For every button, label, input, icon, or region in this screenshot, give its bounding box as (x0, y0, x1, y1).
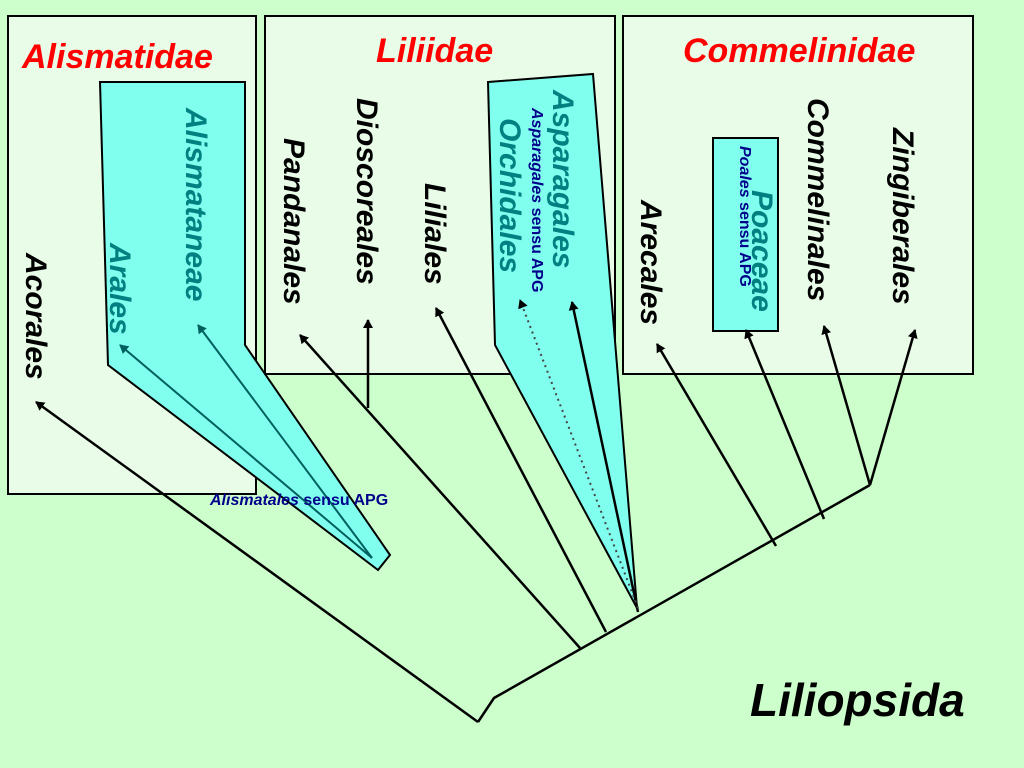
order-label-dioscoreales: Dioscoreales (350, 98, 383, 285)
branch-orchidales (518, 299, 639, 609)
trunk (476, 483, 871, 723)
branch-arales (119, 344, 373, 559)
alismatales-apg-name: Alismatales (209, 492, 299, 509)
commelinidae-box (622, 15, 974, 375)
branch-acorales (35, 400, 479, 724)
branch-alismataneae (197, 324, 373, 559)
tree-branches (35, 299, 918, 724)
order-label-asparagales: Asparagales (546, 89, 579, 268)
poales-apg-highlight (712, 137, 779, 332)
order-label-commelinales: Commelinales (801, 98, 834, 301)
asparagales-apg-note: Asparagales sensu APG (528, 107, 545, 292)
order-label-arales: Arales (103, 242, 136, 335)
branch-pandanales (299, 334, 581, 649)
order-label-zingiberales: Zingiberales (886, 127, 919, 305)
liliopsida-title: Liliopsida (750, 674, 965, 726)
asparagales-apg-suffix: sensu APG (528, 203, 545, 292)
liliidae-label: Liliidae (376, 32, 493, 70)
order-label-arecales: Arecales (634, 199, 667, 325)
order-label-poaceae: Poaceae (745, 190, 778, 312)
poales-apg-note: Poales sensu APG (736, 146, 753, 287)
order-label-orchidales: Orchidales (493, 118, 526, 273)
alismatales-apg-suffix: sensu APG (299, 492, 388, 509)
asparagales-apg-name: Asparagales (528, 107, 545, 203)
poales-apg-name: Poales (736, 146, 753, 198)
branch-zingiberales (868, 329, 918, 486)
order-label-pandanales: Pandanales (277, 138, 310, 305)
branch-liliales (434, 307, 608, 633)
branch-asparagales (568, 301, 640, 613)
branch-poaceae (744, 329, 826, 520)
order-label-alismataneae: Alismataneae (179, 107, 212, 301)
order-label-acorales: Acorales (19, 252, 52, 380)
alismatales-apg-highlight (98, 81, 392, 572)
poales-apg-suffix: sensu APG (736, 198, 753, 287)
branch-arecales (655, 343, 778, 547)
branch-commelinales (821, 325, 872, 486)
order-label-liliales: Liliales (418, 183, 451, 285)
commelinidae-label: Commelinidae (683, 32, 915, 70)
alismatidae-label: Alismatidae (21, 38, 213, 76)
alismatales-apg-note: Alismatales sensu APG (209, 492, 388, 509)
